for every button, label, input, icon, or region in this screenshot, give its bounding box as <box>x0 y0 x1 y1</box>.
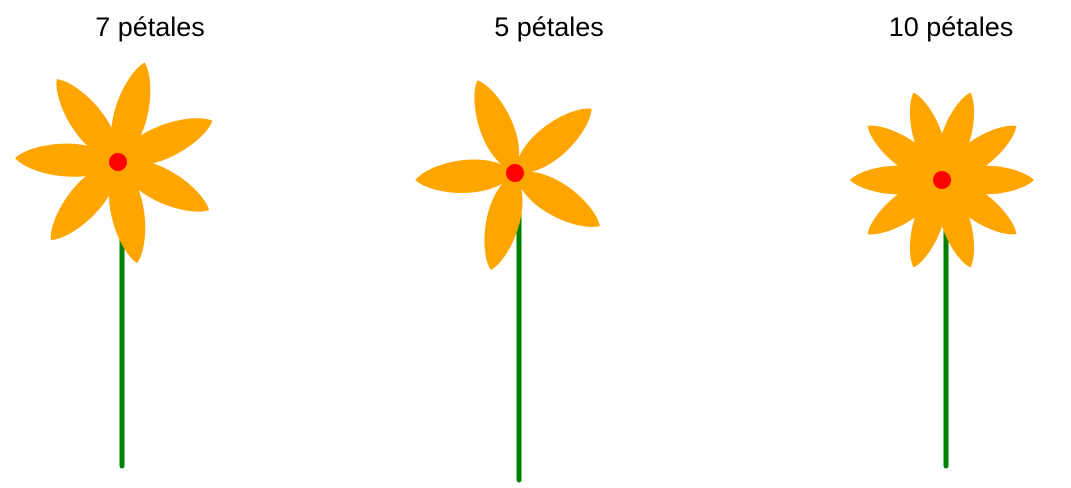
petal <box>415 159 515 193</box>
petal <box>56 79 119 162</box>
flower-center <box>109 153 127 171</box>
flower-title-1: 7 pétales <box>95 12 205 42</box>
petal <box>515 171 600 227</box>
flower-1 <box>15 62 213 469</box>
flower-2 <box>415 80 600 483</box>
petal <box>484 173 523 271</box>
petal <box>942 125 1017 181</box>
flower-3 <box>850 92 1034 469</box>
petal <box>15 143 118 177</box>
petal <box>937 92 975 180</box>
petal <box>909 180 947 268</box>
petal <box>515 108 592 174</box>
petal <box>909 92 947 180</box>
petal <box>942 179 1017 235</box>
petal <box>867 125 942 181</box>
flower-center <box>933 171 951 189</box>
flower-title-3: 10 pétales <box>888 12 1014 42</box>
petal <box>118 118 213 166</box>
flower-title-2: 5 pétales <box>494 12 604 42</box>
petal <box>111 62 151 162</box>
petal <box>937 180 975 268</box>
petal <box>474 80 520 173</box>
petal <box>50 162 119 241</box>
petal <box>867 179 942 235</box>
petal <box>109 162 146 264</box>
flower-center <box>506 164 524 182</box>
petal <box>118 159 210 212</box>
